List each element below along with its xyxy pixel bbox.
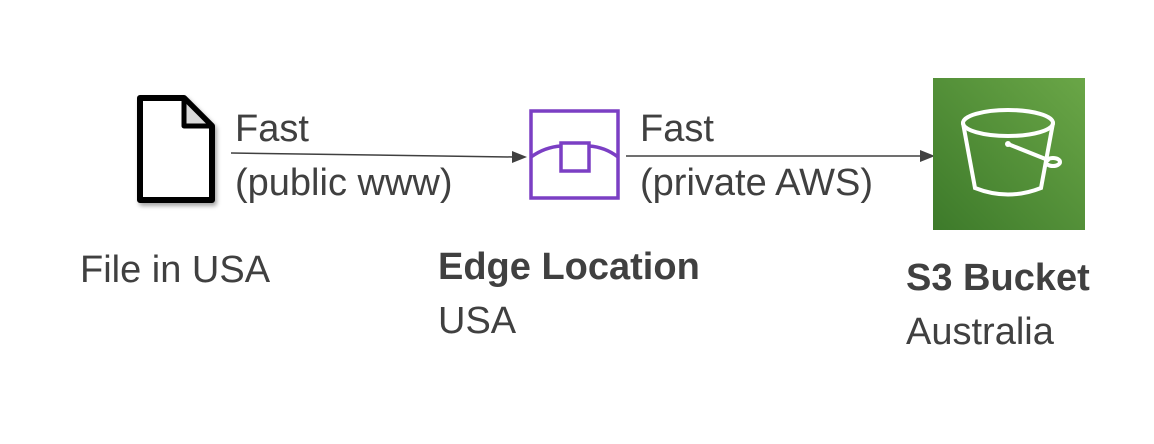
cloudfront-edge-location-icon (529, 109, 620, 200)
s3-bucket-icon (933, 78, 1085, 230)
arrow-private-aws (626, 150, 935, 162)
arrow-1-label-bottom: (public www) (235, 162, 453, 204)
arrow-2-label-top: Fast (640, 108, 714, 150)
arrow-public-www (230, 151, 527, 163)
edge-location-subtitle: USA (438, 300, 517, 342)
s3-bucket-title: S3 Bucket (906, 257, 1090, 299)
document-icon (137, 95, 215, 203)
edge-location-title: Edge Location (438, 246, 700, 288)
arrow-2-label-bottom: (private AWS) (640, 162, 873, 204)
s3-bucket-subtitle: Australia (906, 311, 1054, 353)
file-node-label: File in USA (80, 249, 271, 291)
arrow-1-label-top: Fast (235, 108, 309, 150)
